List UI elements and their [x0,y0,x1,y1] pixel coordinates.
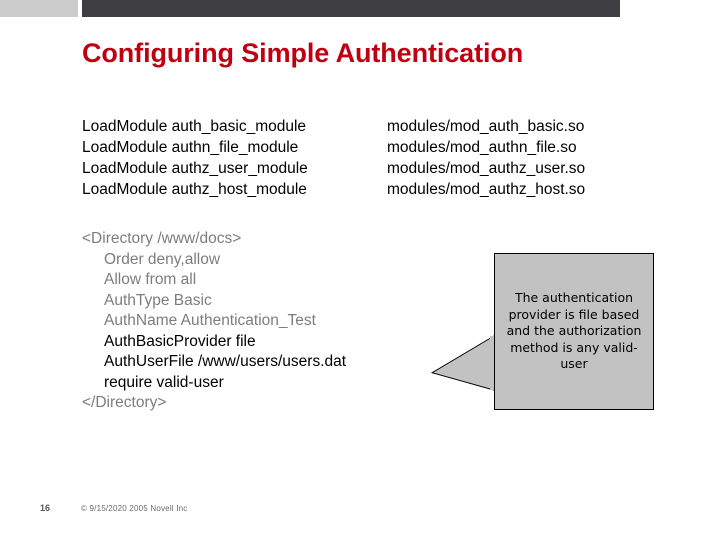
load-module-path: modules/mod_auth_basic.so [387,118,585,135]
config-line: AuthName Authentication_Test [104,312,316,329]
callout-text: The authentication provider is file base… [506,290,642,372]
banner-dark-bar [82,0,620,17]
config-line: Allow from all [104,271,197,288]
callout-box: The authentication provider is file base… [494,253,654,410]
banner-gray-block [0,0,78,17]
load-module-row: LoadModule authn_file_module modules/mod… [82,137,585,158]
config-line-highlighted: require valid-user [104,373,224,391]
config-line: Order deny,allow [104,250,221,268]
config-line: </Directory> [82,394,167,411]
config-line-highlighted: AuthBasicProvider file [104,332,256,350]
config-line: <Directory /www/docs> [82,230,242,247]
page-title: Configuring Simple Authentication [82,38,524,68]
load-module-row: LoadModule auth_basic_module modules/mod… [82,116,585,137]
callout-pointer-icon [430,335,498,391]
config-line-highlighted: AuthUserFile /www/users/users.dat [104,353,347,370]
load-module-row: LoadModule authz_host_module modules/mod… [82,179,585,200]
load-module-list: LoadModule auth_basic_module modules/mod… [82,116,585,200]
load-module-directive: LoadModule authz_user_module [82,160,308,177]
load-module-directive: LoadModule authz_host_module [82,181,307,198]
load-module-directive: LoadModule authn_file_module [82,139,299,156]
load-module-row: LoadModule authz_user_module modules/mod… [82,158,585,179]
load-module-path: modules/mod_authn_file.so [387,139,577,156]
directory-config-block: <Directory /www/docs> Order deny,allow A… [82,229,346,414]
load-module-directive: LoadModule auth_basic_module [82,118,307,135]
slide-number: 16 [40,503,51,513]
load-module-path: modules/mod_authz_user.so [387,160,586,177]
copyright-notice: © 9/15/2020 2005 Novell Inc [81,504,188,513]
config-line: AuthType Basic [104,291,212,309]
load-module-path: modules/mod_authz_host.so [387,181,586,198]
